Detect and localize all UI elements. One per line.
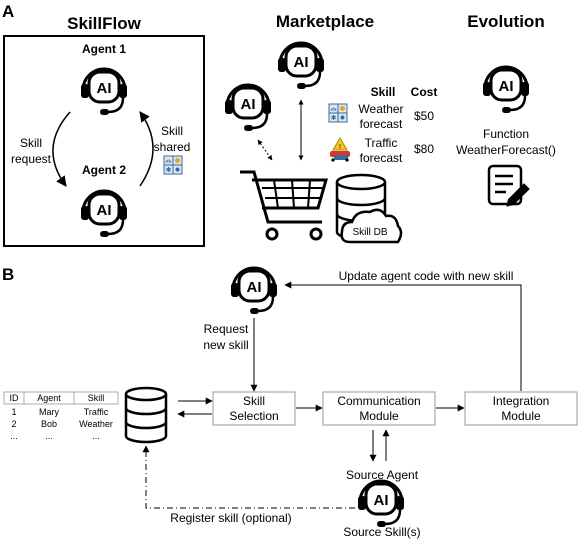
table-header-id: ID (10, 393, 20, 403)
registry-database-icon (124, 386, 168, 444)
registry-table: ID Agent Skill 1 Mary Traffic 2 Bob Weat… (3, 391, 119, 441)
agent2-label: Agent 2 (82, 163, 126, 177)
request-label-1: Request (204, 322, 249, 336)
skill-shared-arrow (139, 111, 154, 187)
skill-request-label-2: request (11, 152, 52, 166)
communication-label-2: Module (359, 409, 399, 423)
skill-shared-label-1: Skill (161, 124, 183, 138)
svg-text:AI: AI (97, 80, 112, 97)
svg-text:!: ! (339, 144, 341, 151)
weather-cost: $50 (414, 109, 434, 123)
integration-label-2: Module (501, 409, 541, 423)
weather-skill-2: forecast (360, 117, 403, 131)
cloud-icon: Skill DB (340, 208, 403, 244)
table-cell: ... (10, 431, 18, 441)
marketplace-title: Marketplace (276, 12, 374, 31)
skillflow-title: SkillFlow (67, 14, 141, 33)
table-header-skill: Skill (88, 393, 105, 403)
svg-text:AI: AI (247, 279, 262, 296)
svg-text:AI: AI (294, 54, 309, 71)
communication-label-1: Communication (337, 394, 420, 408)
col-skill-header: Skill (371, 85, 396, 99)
function-label-2: WeatherForecast() (456, 143, 556, 157)
traffic-cost: $80 (414, 142, 434, 156)
table-cell: ... (92, 431, 100, 441)
market-agent-top-icon: AI (276, 41, 326, 91)
skill-request-label-1: Skill (20, 136, 42, 150)
table-cell: 1 (11, 407, 16, 417)
svg-text:AI: AI (241, 96, 256, 113)
svg-text:AI: AI (97, 202, 112, 219)
skillflow-box (3, 35, 205, 247)
weather-skill-1: Weather (358, 102, 403, 116)
market-agent-left-icon: AI (223, 83, 273, 133)
function-label-1: Function (483, 127, 529, 141)
update-arrow (284, 281, 522, 391)
source-agent-label: Source Agent (346, 468, 419, 482)
agent1-label: Agent 1 (82, 42, 126, 56)
skill-selection-label-1: Skill (243, 394, 265, 408)
traffic-skill-2: forecast (360, 151, 403, 165)
skill-selection-label-2: Selection (229, 409, 278, 423)
evolution-title: Evolution (467, 12, 544, 31)
communication-module-box (322, 391, 436, 426)
integration-label-1: Integration (493, 394, 550, 408)
integration-module-box (464, 391, 578, 426)
left-agent-cart-arrow (257, 139, 273, 161)
skill-db-label: Skill DB (352, 227, 387, 238)
table-cell: Mary (39, 407, 59, 417)
table-cell: Bob (41, 419, 57, 429)
register-label: Register skill (optional) (170, 511, 291, 525)
col-cost-header: Cost (411, 85, 438, 99)
table-cell: Traffic (84, 407, 109, 417)
svg-text:AI: AI (374, 492, 389, 509)
skill-shared-label-2: shared (154, 140, 191, 154)
weather-skill-icon (328, 103, 348, 123)
agent2-ai-icon: AI (79, 189, 129, 239)
table-cell: 2 (11, 419, 16, 429)
skill-selection-box (212, 391, 296, 426)
source-skills-label: Source Skill(s) (343, 525, 420, 539)
panel-b-label: B (2, 265, 14, 284)
svg-text:AI: AI (499, 78, 514, 95)
requesting-agent-ai-icon: AI (229, 266, 279, 316)
traffic-skill-icon: ! (330, 137, 350, 162)
table-cell: Weather (79, 419, 113, 429)
panel-a-label: A (2, 2, 14, 21)
update-label: Update agent code with new skill (339, 269, 514, 283)
shopping-cart-icon (240, 170, 328, 241)
traffic-skill-1: Traffic (365, 136, 398, 150)
skill-request-arrow (52, 111, 71, 187)
evolution-ai-icon: AI (481, 65, 531, 115)
source-agent-ai-icon: AI (356, 479, 406, 529)
document-icon (487, 164, 530, 207)
request-label-2: new skill (203, 338, 248, 352)
weather-icon (163, 155, 183, 175)
table-header-agent: Agent (37, 393, 61, 403)
agent1-ai-icon: AI (79, 67, 129, 117)
register-skill-arrow (142, 445, 355, 509)
table-cell: ... (45, 431, 53, 441)
